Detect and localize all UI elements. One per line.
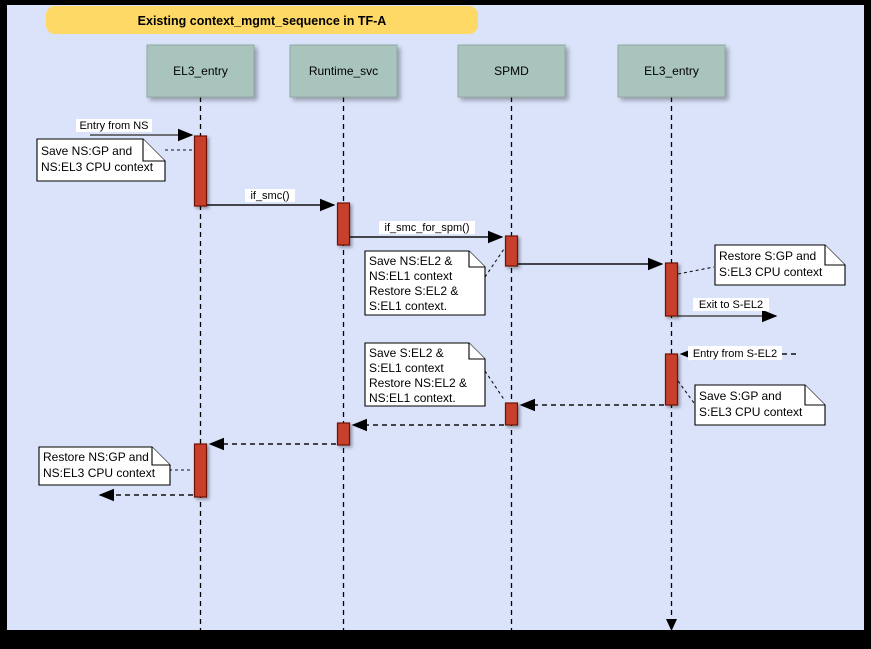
notes: Save NS:GP and NS:EL3 CPU context Save N… [36, 138, 846, 486]
activation-el3-right-1 [664, 262, 679, 317]
connector-note4 [677, 380, 695, 404]
note6-shape [38, 446, 171, 486]
note5-line2: S:EL1 context [369, 361, 444, 375]
note1-line2: NS:EL3 CPU context [41, 160, 154, 174]
activation-el3-right-2 [664, 353, 679, 406]
label-exit-to-sel2: Exit to S-EL2 [699, 299, 763, 311]
head-el3-entry-right-label: EL3_entry [644, 64, 699, 78]
label-entry-from-ns: Entry from NS [79, 120, 148, 132]
note2-line1: Save NS:EL2 & [369, 254, 452, 268]
note5-line4: NS:EL1 context. [369, 391, 456, 405]
note2-line4: S:EL1 context. [369, 299, 447, 313]
note-save-ns-gp: Save NS:GP and NS:EL3 CPU context [36, 138, 166, 182]
head-el3-entry-left [146, 44, 255, 98]
note1-line1: Save NS:GP and [41, 144, 132, 158]
label-bg-entry-from-ns [76, 119, 152, 132]
label-bg-if-smc-for-spm [379, 221, 475, 234]
label-bg-if-smc [245, 189, 295, 202]
head-el3-entry-right [617, 44, 726, 98]
activation-el3-left-1 [193, 135, 208, 207]
activation-runtime-2 [336, 422, 351, 446]
head-el3-entry-left-label: EL3_entry [173, 64, 228, 78]
page-title: Existing context_mgmt_sequence in TF-A [138, 14, 387, 28]
note-save-s-gp: Save S:GP and S:EL3 CPU context [694, 384, 826, 426]
activation-runtime-1 [336, 202, 351, 246]
head-runtime-svc [289, 44, 398, 98]
note2-line3: Restore S:EL2 & [369, 284, 458, 298]
note6-fold-icon [151, 447, 170, 466]
note4-fold-icon [804, 385, 825, 406]
activation-spmd-1 [504, 235, 519, 267]
head-runtime-svc-label: Runtime_svc [309, 64, 378, 78]
connector-note5 [484, 370, 506, 402]
label-entry-from-sel2: Entry from S-EL2 [693, 348, 777, 360]
connector-note3 [677, 266, 715, 275]
note-restore-s-gp: Restore S:GP and S:EL3 CPU context [714, 244, 846, 286]
label-if-smc-for-spm: if_smc_for_spm() [385, 222, 470, 234]
label-if-smc: if_smc() [250, 190, 289, 202]
note3-shape [714, 244, 846, 286]
note3-line2: S:EL3 CPU context [719, 265, 823, 279]
note-connectors [165, 149, 715, 471]
diagram-background [7, 5, 864, 630]
note2-shape [364, 250, 486, 316]
note4-line1: Save S:GP and [699, 389, 782, 403]
note-save-sel2: Save S:EL2 & S:EL1 context Restore NS:EL… [364, 342, 486, 407]
activation-el3-left-2 [193, 443, 208, 498]
note5-line1: Save S:EL2 & [369, 346, 444, 360]
note1-fold-icon [142, 139, 165, 162]
note-save-nsel2: Save NS:EL2 & NS:EL1 context Restore S:E… [364, 250, 486, 316]
message-labels: Entry from NS if_smc() if_smc_for_spm() … [76, 119, 782, 360]
message-arrows [90, 128, 796, 502]
note6-line1: Restore NS:GP and [43, 450, 149, 464]
lifeline-end-arrow-icon [666, 619, 677, 631]
note2-line2: NS:EL1 context [369, 269, 453, 283]
note2-fold-icon [468, 251, 485, 268]
title-banner: Existing context_mgmt_sequence in TF-A [46, 6, 478, 34]
label-bg-exit-to-sel2 [693, 298, 769, 311]
note1-shape [36, 138, 166, 182]
title-box [46, 6, 478, 34]
note5-line3: Restore NS:EL2 & [369, 376, 467, 390]
note4-line2: S:EL3 CPU context [699, 405, 803, 419]
lifeline-heads: EL3_entry Runtime_svc SPMD EL3_entry [146, 44, 726, 98]
note4-shape [694, 384, 826, 426]
note6-line2: NS:EL3 CPU context [43, 466, 156, 480]
note3-fold-icon [824, 245, 845, 266]
head-spmd [457, 44, 566, 98]
head-spmd-label: SPMD [494, 64, 529, 78]
note5-fold-icon [468, 343, 485, 360]
note-restore-ns-gp: Restore NS:GP and NS:EL3 CPU context [38, 446, 171, 486]
activation-spmd-2 [504, 402, 519, 426]
note5-shape [364, 342, 486, 407]
activation-bars [193, 135, 679, 498]
note3-line1: Restore S:GP and [719, 249, 816, 263]
label-bg-entry-from-sel2 [688, 346, 782, 360]
